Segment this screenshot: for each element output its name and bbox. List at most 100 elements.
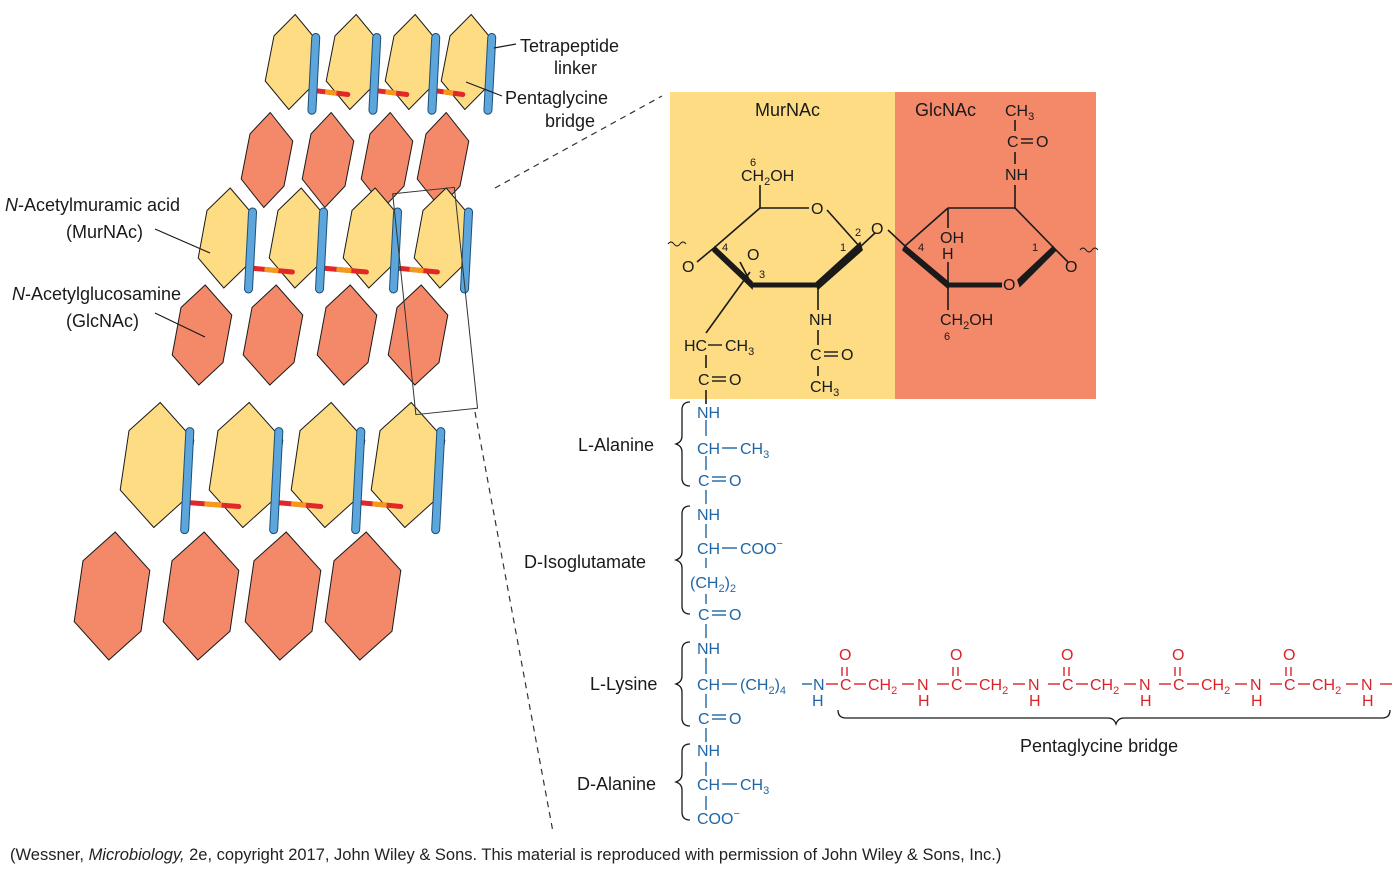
svg-text:6: 6 — [750, 157, 756, 169]
svg-text:CH: CH — [697, 777, 720, 794]
tetrapeptide-linker — [431, 427, 446, 535]
svg-text:3: 3 — [759, 269, 765, 281]
svg-text:OH: OH — [940, 230, 964, 247]
svg-text:CH2OH: CH2OH — [741, 168, 794, 188]
glcnac-abbr-label: (GlcNAc) — [66, 311, 139, 331]
amide-nitrogen: N — [1250, 677, 1262, 694]
svg-text:CH3: CH3 — [740, 777, 769, 797]
pentaglycine-bridge-bar-core — [204, 501, 222, 508]
glcnac-unit — [244, 531, 322, 661]
svg-text:2: 2 — [855, 227, 861, 239]
svg-text:O: O — [841, 347, 853, 364]
amide-hydrogen: H — [1362, 693, 1374, 710]
svg-text:N: N — [813, 677, 825, 694]
amide-nitrogen: N — [917, 677, 929, 694]
glcnac-unit — [324, 531, 402, 661]
tetrapeptide-label: Tetrapeptide — [520, 36, 619, 56]
methylene-group: CH2 — [979, 677, 1008, 697]
svg-text:O: O — [682, 259, 694, 276]
pentaglycine-bridge-bar-core — [443, 89, 454, 96]
carbonyl-carbon: C — [1173, 677, 1185, 694]
svg-text:NH: NH — [697, 405, 720, 422]
glcnac-panel — [895, 92, 1096, 399]
svg-text:1: 1 — [840, 242, 846, 254]
tetrapeptide-linker — [180, 427, 195, 535]
carbonyl-carbon: C — [1062, 677, 1074, 694]
svg-text:COO−: COO− — [740, 538, 783, 558]
svg-text:C: C — [1007, 134, 1019, 151]
svg-text:NH: NH — [697, 507, 720, 524]
svg-text:O: O — [1003, 277, 1015, 294]
glcnac-unit — [316, 284, 378, 386]
amide-hydrogen: H — [918, 693, 930, 710]
svg-text:CH3: CH3 — [1005, 103, 1034, 123]
svg-text:NH: NH — [697, 641, 720, 658]
svg-text:NH: NH — [809, 312, 832, 329]
leader-lines — [154, 43, 517, 338]
murnac-abbr-label: (MurNAc) — [66, 222, 143, 242]
peptidoglycan-lattice — [73, 13, 497, 661]
murnac-ring-labels: 6 CH2OH O 2 1 4 O 3 O O HC CH3 C O NH C … — [682, 157, 883, 399]
svg-text:C: C — [810, 347, 822, 364]
svg-text:4: 4 — [722, 242, 728, 254]
residue-braces — [673, 401, 1391, 821]
tetrapeptide-linker — [427, 33, 441, 115]
glcnac-unit — [360, 111, 414, 209]
carbonyl-oxygen: O — [839, 647, 851, 664]
tetrapeptide-linker — [368, 33, 382, 115]
carbonyl-oxygen: O — [1061, 647, 1073, 664]
svg-text:(CH2)4: (CH2)4 — [740, 677, 786, 697]
pentaglycine-bridge-bar-core — [264, 266, 279, 274]
pentaglycine-bridge-bar-core — [372, 501, 387, 508]
glcnac-ring-labels: CH3 C O NH 4 OH H 1 O O CH2OH 6 — [918, 103, 1077, 343]
murnac-wavy-bond — [667, 241, 687, 247]
methylene-group: CH2 — [1201, 677, 1230, 697]
glcnac-label: N-Acetylglucosamine — [12, 284, 181, 304]
murnac-header: MurNAc — [755, 100, 820, 120]
pentaglycine-bridge-bar-core — [336, 266, 352, 274]
tetrapeptide-linker — [244, 207, 258, 294]
zoom-line-top — [494, 95, 663, 189]
tetrapeptide-linker — [483, 33, 497, 115]
pentaglycine-bridge-label: Pentaglycine bridge — [1020, 736, 1178, 756]
pentaglycine-bridge-bar-core — [385, 89, 397, 96]
svg-text:CH: CH — [697, 677, 720, 694]
svg-text:4: 4 — [918, 242, 924, 254]
carbonyl-carbon: C — [951, 677, 963, 694]
murnac-ring — [696, 185, 876, 404]
glcnac-unit — [162, 531, 240, 661]
murnac-label: N-Acetylmuramic acid — [5, 195, 180, 215]
methylene-group: CH2 — [1090, 677, 1119, 697]
d-isoglutamate-label: D-Isoglutamate — [524, 552, 646, 572]
svg-text:CH: CH — [697, 441, 720, 458]
glcnac-unit — [416, 111, 470, 209]
glcnac-header: GlcNAc — [915, 100, 976, 120]
svg-text:CH2OH: CH2OH — [940, 312, 993, 332]
d-alanine-label: D-Alanine — [577, 774, 656, 794]
svg-text:CH: CH — [697, 541, 720, 558]
l-alanine-label: L-Alanine — [578, 435, 654, 455]
amide-nitrogen: N — [1028, 677, 1040, 694]
svg-text:H: H — [942, 246, 954, 263]
tetrapeptide-linker — [389, 207, 403, 294]
pentaglycine-bridge-bar-core — [324, 89, 337, 96]
svg-text:CH3: CH3 — [810, 379, 839, 399]
amide-hydrogen: H — [1251, 693, 1263, 710]
pentaglycine-label: Pentaglycine — [505, 88, 608, 108]
pentaglycine-bridge-bar-core — [409, 266, 424, 274]
svg-text:C: C — [698, 473, 710, 490]
svg-text:HC: HC — [684, 338, 707, 355]
carbonyl-oxygen: O — [1172, 647, 1184, 664]
glcnac-unit — [242, 284, 304, 386]
svg-text:C: C — [698, 372, 710, 389]
glcnac-unit — [73, 531, 151, 661]
tetrapeptide-linker — [315, 207, 329, 294]
carbonyl-oxygen: O — [950, 647, 962, 664]
amide-hydrogen: H — [1140, 693, 1152, 710]
svg-text:NH: NH — [1005, 167, 1028, 184]
svg-text:H: H — [812, 693, 824, 710]
glcnac-unit — [240, 111, 294, 209]
tetrapeptide-linker — [269, 427, 284, 535]
svg-text:C: C — [698, 711, 710, 728]
